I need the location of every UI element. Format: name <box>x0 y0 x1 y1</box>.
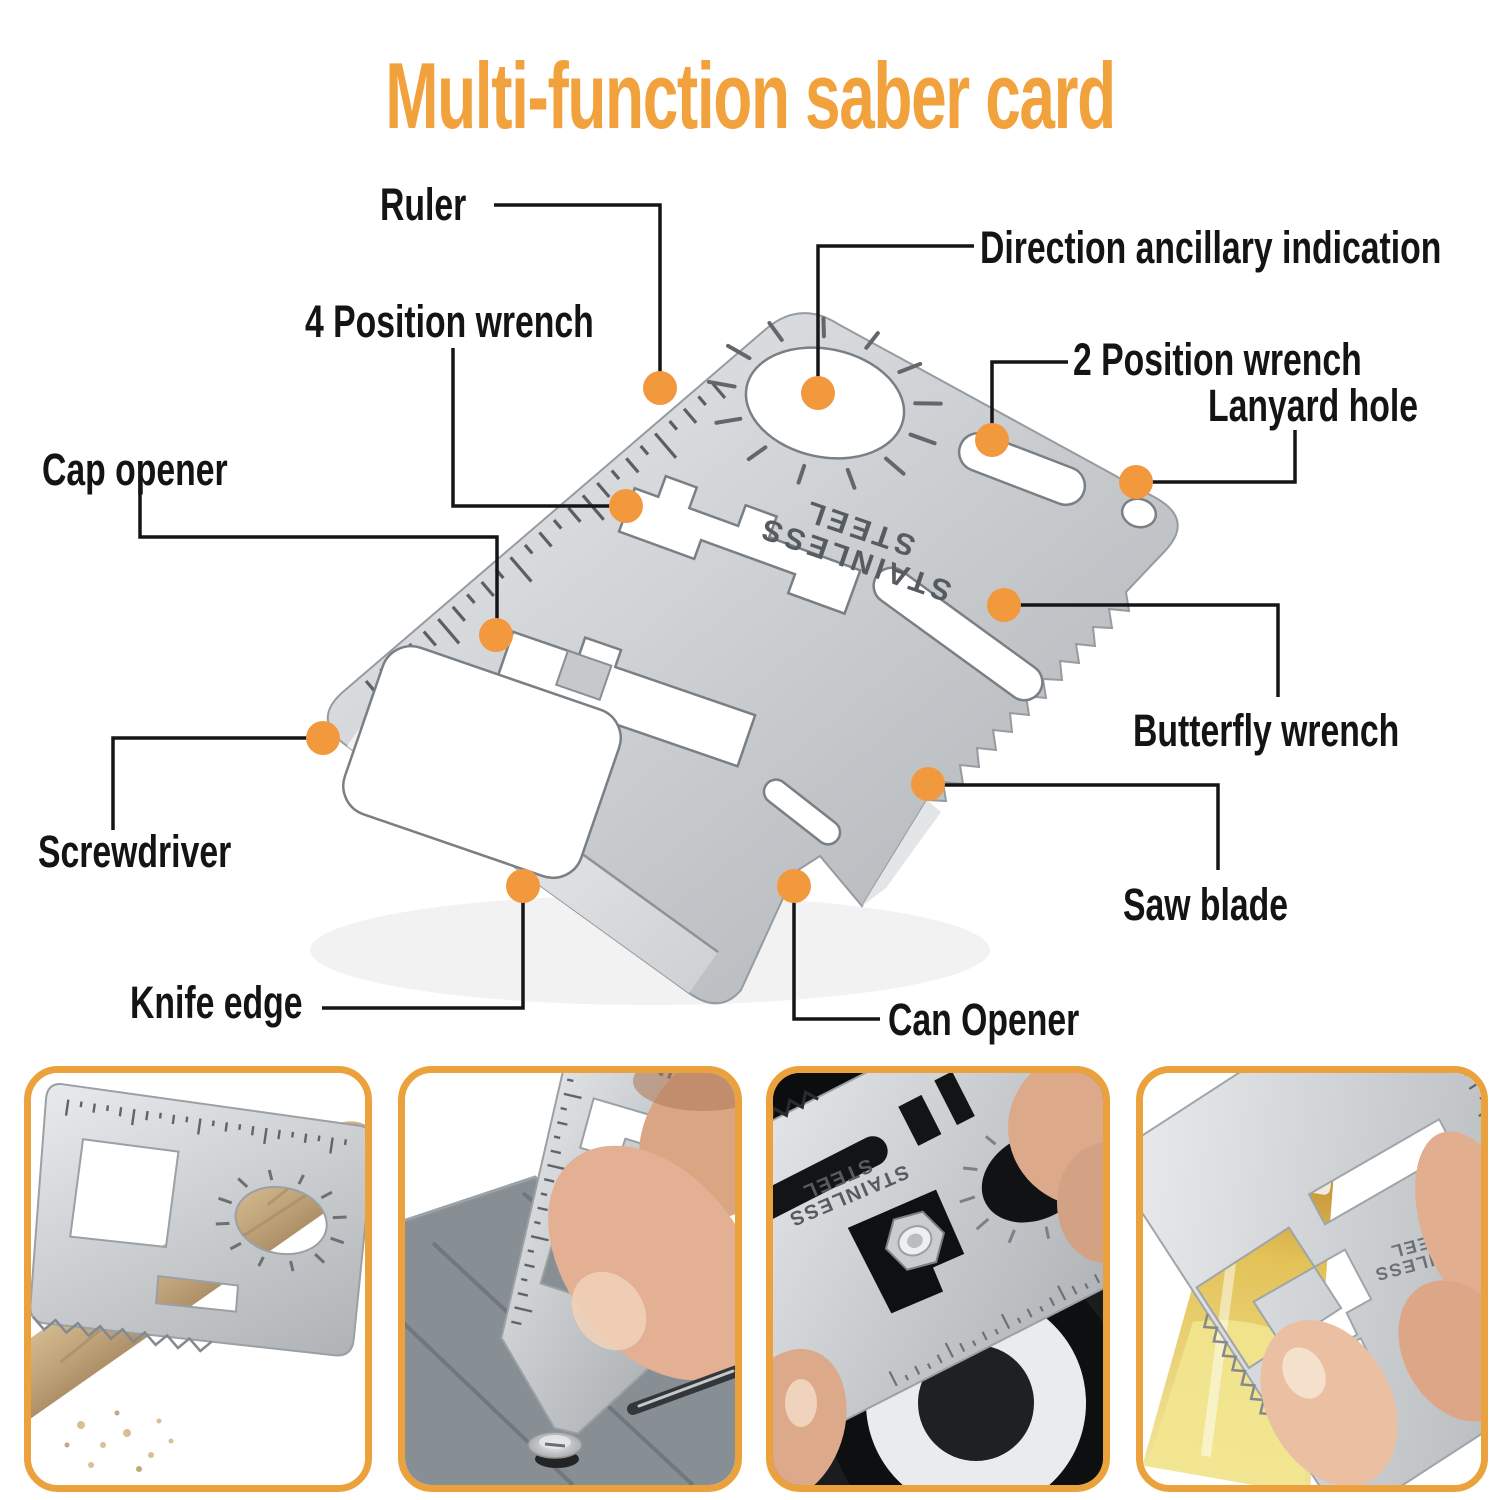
label-can-opener: Can Opener <box>888 994 1080 1045</box>
can-opener-cutout <box>762 778 842 846</box>
callout-dot-lanyard-hole <box>1119 465 1153 499</box>
screw <box>527 1431 583 1468</box>
foot-bevel <box>862 800 941 906</box>
callout-dot-butterfly-wrench <box>987 588 1021 622</box>
callout-line-saw-blade <box>928 783 1220 870</box>
butterfly-wrench-cutout <box>872 566 1044 702</box>
callout-line-butterfly-wrench <box>1004 603 1280 697</box>
label-lanyard-hole: Lanyard hole <box>1208 380 1419 431</box>
callout-dot-can-opener <box>777 869 811 903</box>
callout-dot-direction <box>801 376 835 410</box>
label-saw-blade: Saw blade <box>1123 879 1289 930</box>
callout-line-ruler <box>494 203 662 388</box>
label-cap-opener: Cap opener <box>42 444 228 495</box>
callout-line-knife-edge <box>322 886 525 1010</box>
callout-dots <box>306 371 1153 903</box>
label-2-position-wrench: 2 Position wrench <box>1073 334 1362 385</box>
saber-card-illustration: STAINLESS STEEL <box>326 312 1179 1005</box>
four-position-wrench-cutout <box>617 474 862 616</box>
callout-line-2-position-wrench <box>990 360 1068 440</box>
thumb-nail <box>785 1379 817 1427</box>
finger <box>1398 1280 1481 1422</box>
sawing-wood-photo <box>24 1066 372 1492</box>
callout-line-4-position-wrench <box>451 348 626 508</box>
callout-dot-ruler <box>643 371 677 405</box>
callout-line-screwdriver <box>111 736 323 830</box>
label-butterfly-wrench: Butterfly wrench <box>1133 705 1400 756</box>
hex-nut <box>884 1210 946 1271</box>
callout-dot-cap-opener <box>479 618 513 652</box>
callout-lines <box>111 203 1297 1021</box>
callout-dot-saw-blade <box>911 767 945 801</box>
large-opening-cutout <box>342 644 622 880</box>
thumb <box>773 1348 847 1485</box>
label-4-position-wrench: 4 Position wrench <box>305 296 594 347</box>
label-screwdriver: Screwdriver <box>38 826 232 877</box>
cap-opener-tab <box>554 649 613 702</box>
thumb-nail <box>571 1271 647 1351</box>
callout-dot-knife-edge <box>506 869 540 903</box>
callout-line-lanyard-hole <box>1136 430 1297 484</box>
sawdust <box>64 1410 174 1472</box>
callout-dot-screwdriver <box>306 721 340 755</box>
callout-dot-2-position-wrench <box>975 423 1009 457</box>
finger <box>1415 1131 1481 1315</box>
page-title: Multi-function saber card <box>385 43 1116 148</box>
callout-dot-4-position-wrench <box>609 489 643 523</box>
label-direction-ancillary-indication: Direction ancillary indication <box>980 222 1442 273</box>
label-knife-edge: Knife edge <box>130 977 303 1028</box>
lanyard-hole-cutout <box>1120 497 1158 529</box>
callout-line-direction <box>816 244 974 393</box>
thumb-nail <box>1282 1347 1326 1399</box>
callout-line-cap-opener <box>138 494 499 635</box>
bottle-opening-photo: MEXICO D.F. ona Extra STAINLESS STEEL <box>1136 1066 1488 1492</box>
callout-line-can-opener <box>792 886 880 1021</box>
mini-card-saw <box>31 1083 365 1357</box>
dial-rays <box>706 316 943 490</box>
wrench-on-nut-photo: STAINLESS STEEL <box>766 1066 1110 1492</box>
screwdriver-on-screw-photo: STAINLESS STEEL <box>398 1066 742 1492</box>
label-ruler: Ruler <box>380 179 467 230</box>
